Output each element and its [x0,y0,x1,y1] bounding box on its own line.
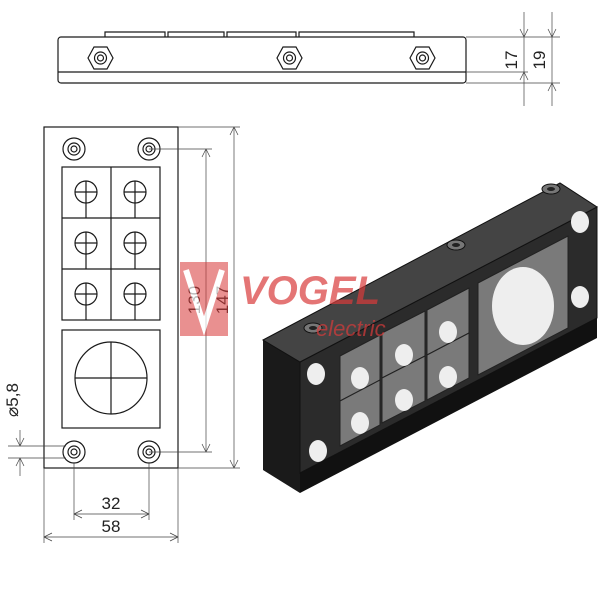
insert-grid [61,166,161,321]
front-view: 130 147 ⌀5,8 32 58 [3,126,240,543]
watermark-subtext: electric [316,316,386,341]
nut-left [87,46,114,70]
large-insert [61,329,161,429]
dim-hole-diameter: ⌀5,8 [3,383,22,417]
dim-thickness-frame: 17 [502,51,521,70]
isometric-view [261,182,598,493]
top-elevation-view: 17 19 [57,12,560,106]
mounting-hole-bottom-left [62,440,86,464]
vogel-watermark: VOGEL electric [180,262,386,341]
mounting-hole-top-left [62,137,86,161]
dim-hole-spacing: 32 [102,494,121,513]
nut-middle [276,46,303,70]
dim-width-outer: 58 [102,517,121,536]
watermark-brand: VOGEL [240,269,380,313]
dim-thickness-total: 19 [530,51,549,70]
nut-right [409,46,436,70]
